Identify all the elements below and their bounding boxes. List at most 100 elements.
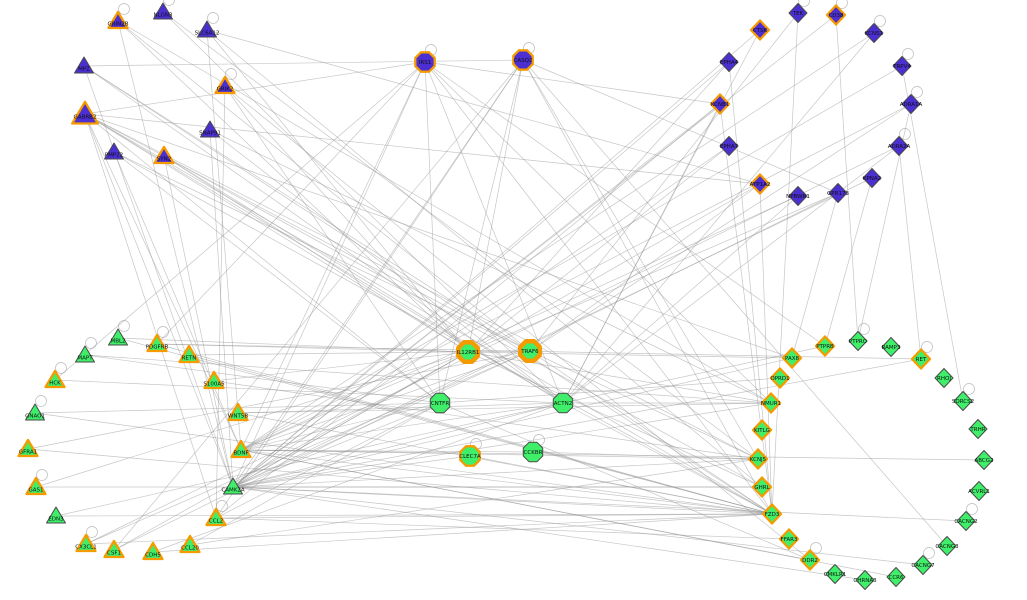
self-loop-edge xyxy=(798,0,810,7)
edge-d1-g8 xyxy=(232,29,761,488)
node-kitlg[interactable]: KITLG xyxy=(751,419,773,441)
node-chrna3[interactable]: CHRNA3 xyxy=(853,570,877,590)
diamond-node-shape xyxy=(934,368,954,388)
edge-t6-g8 xyxy=(84,113,234,488)
node-ffar3[interactable]: FFAR3 xyxy=(778,528,800,550)
node-edn3[interactable]: EDN3 xyxy=(46,506,66,524)
node-il12rb1[interactable]: IL12RB1 xyxy=(456,340,480,364)
edge-d4-h4 xyxy=(562,32,875,404)
node-sorcs2[interactable]: SORCS2 xyxy=(952,383,975,411)
edge-t4-h2 xyxy=(83,65,531,352)
edge-d7-r19 xyxy=(719,103,773,515)
node-trhr[interactable]: TRHR xyxy=(968,419,988,439)
edge-h4-r19 xyxy=(562,402,773,515)
node-kcns1[interactable]: KCNS1 xyxy=(864,15,886,43)
node-cmklr1[interactable]: CMKLR1 xyxy=(824,564,847,584)
diamond-node-shape xyxy=(901,94,921,114)
diamond-node-shape xyxy=(749,173,771,195)
node-actn2[interactable]: ACTN2 xyxy=(552,392,574,414)
node-ramp3[interactable]: RAMP3 xyxy=(881,337,901,357)
triangle-node-shape xyxy=(178,344,200,364)
node-irs1[interactable]: IRS1 xyxy=(414,44,437,73)
node-ddr2[interactable]: DDR2 xyxy=(799,542,822,571)
node-cd38[interactable]: CD38 xyxy=(825,0,848,26)
node-slc6a12[interactable]: SLC6A12 xyxy=(195,12,220,38)
self-loop-edge xyxy=(55,362,67,374)
diamond-node-shape xyxy=(910,348,932,370)
edge-g2-h1 xyxy=(117,337,469,353)
edge-t2-h4 xyxy=(162,11,564,404)
octagon-node-shape xyxy=(459,445,481,467)
node-casq2[interactable]: CASQ2 xyxy=(512,42,535,71)
diamond-node-shape xyxy=(848,331,868,351)
edge-h5-r19 xyxy=(469,455,773,515)
node-gnao1[interactable]: GNAO1 xyxy=(25,395,47,421)
node-ghrl[interactable]: GHRL xyxy=(751,476,773,498)
node-pax8[interactable]: PAX8 xyxy=(781,347,803,369)
node-traf6[interactable]: TRAF6 xyxy=(518,339,542,363)
node-ccr6[interactable]: CCR6 xyxy=(886,567,906,587)
node-abcg2[interactable]: ABCG2 xyxy=(974,450,994,470)
node-pmp22[interactable]: PMP22 xyxy=(104,142,124,160)
node-retn[interactable]: RETN xyxy=(178,344,200,364)
triangle-node-shape xyxy=(104,142,124,160)
node-mapt[interactable]: MAPT xyxy=(75,337,97,363)
node-fzd3[interactable]: FZD3 xyxy=(761,503,783,525)
node-ccl2[interactable]: CCL2 xyxy=(205,500,228,527)
diamond-node-shape xyxy=(761,503,783,525)
edge-t8-g7 xyxy=(113,151,242,451)
edge-h4-r2 xyxy=(562,345,826,404)
node-clec7a[interactable]: CLEC7A xyxy=(459,438,482,467)
triangle-node-shape xyxy=(230,439,252,459)
node-cacng7[interactable]: CACNG7 xyxy=(911,547,935,575)
node-cdh5[interactable]: CDH5 xyxy=(142,541,164,561)
edge-o2-g8 xyxy=(232,59,524,488)
node-syn2[interactable]: SYN2 xyxy=(153,145,175,165)
node-ctsk[interactable]: CTSK xyxy=(749,19,771,41)
node-cacng2[interactable]: CACNG2 xyxy=(954,503,978,531)
edge-t2-r21 xyxy=(162,11,759,460)
node-tek[interactable]: TEK xyxy=(788,0,810,23)
node-ptprb[interactable]: PTPRB xyxy=(814,335,836,357)
edge-t6-r19 xyxy=(84,113,773,515)
edge-g8-h4 xyxy=(232,402,564,488)
edge-d7-g8 xyxy=(232,103,721,488)
edge-d8-r3 xyxy=(857,103,912,342)
diamond-node-shape xyxy=(855,570,875,590)
node-cx3cl1[interactable]: CX3CL1 xyxy=(75,526,98,553)
edge-o1-d7 xyxy=(424,61,721,105)
node-npbwr1[interactable]: NPBWR1 xyxy=(786,186,810,206)
node-ptpro[interactable]: PTPRO xyxy=(848,323,870,351)
node-adra2a[interactable]: ADRA2A xyxy=(888,128,911,156)
node-hck[interactable]: HCK xyxy=(44,362,67,389)
node-gas1[interactable]: GAS1 xyxy=(25,469,48,496)
edge-o2-r21 xyxy=(522,59,759,460)
node-epha7[interactable]: EPHA7 xyxy=(719,136,739,156)
node-cacng3[interactable]: CACNG3 xyxy=(935,536,959,556)
node-snap91[interactable]: SNAP91 xyxy=(199,120,221,138)
triangle-node-shape xyxy=(71,100,99,125)
triangle-node-shape xyxy=(142,541,164,561)
node-oprd1[interactable]: OPRD1 xyxy=(769,367,791,389)
node-mbl2[interactable]: MBL2 xyxy=(108,320,130,346)
edge-t1-h2 xyxy=(117,20,531,352)
node-trpv4[interactable]: TRPV4 xyxy=(892,48,914,76)
node-grin2b[interactable]: GRIN2B xyxy=(107,3,130,30)
diamond-node-shape xyxy=(751,476,773,498)
node-mpz[interactable]: MPZ xyxy=(74,56,94,74)
diamond-node-shape xyxy=(892,56,912,76)
node-nlgn3[interactable]: NLGN3 xyxy=(153,0,175,20)
node-rhoj[interactable]: RHOJ xyxy=(934,368,954,388)
node-ret[interactable]: RET xyxy=(910,341,933,370)
edge-h1-r23 xyxy=(467,351,772,404)
triangle-node-shape xyxy=(107,10,129,30)
triangle-node-shape xyxy=(197,20,217,38)
edge-d8-h2 xyxy=(529,103,912,352)
edge-g7-r14 xyxy=(240,449,897,578)
edge-g14-r19 xyxy=(55,513,773,517)
edge-g16-r19 xyxy=(27,448,773,515)
node-pdgfrb[interactable]: PDGFRB xyxy=(146,326,169,353)
node-cntfr[interactable]: CNTFR xyxy=(429,392,451,414)
node-acvrl1[interactable]: ACVRL1 xyxy=(968,481,990,501)
